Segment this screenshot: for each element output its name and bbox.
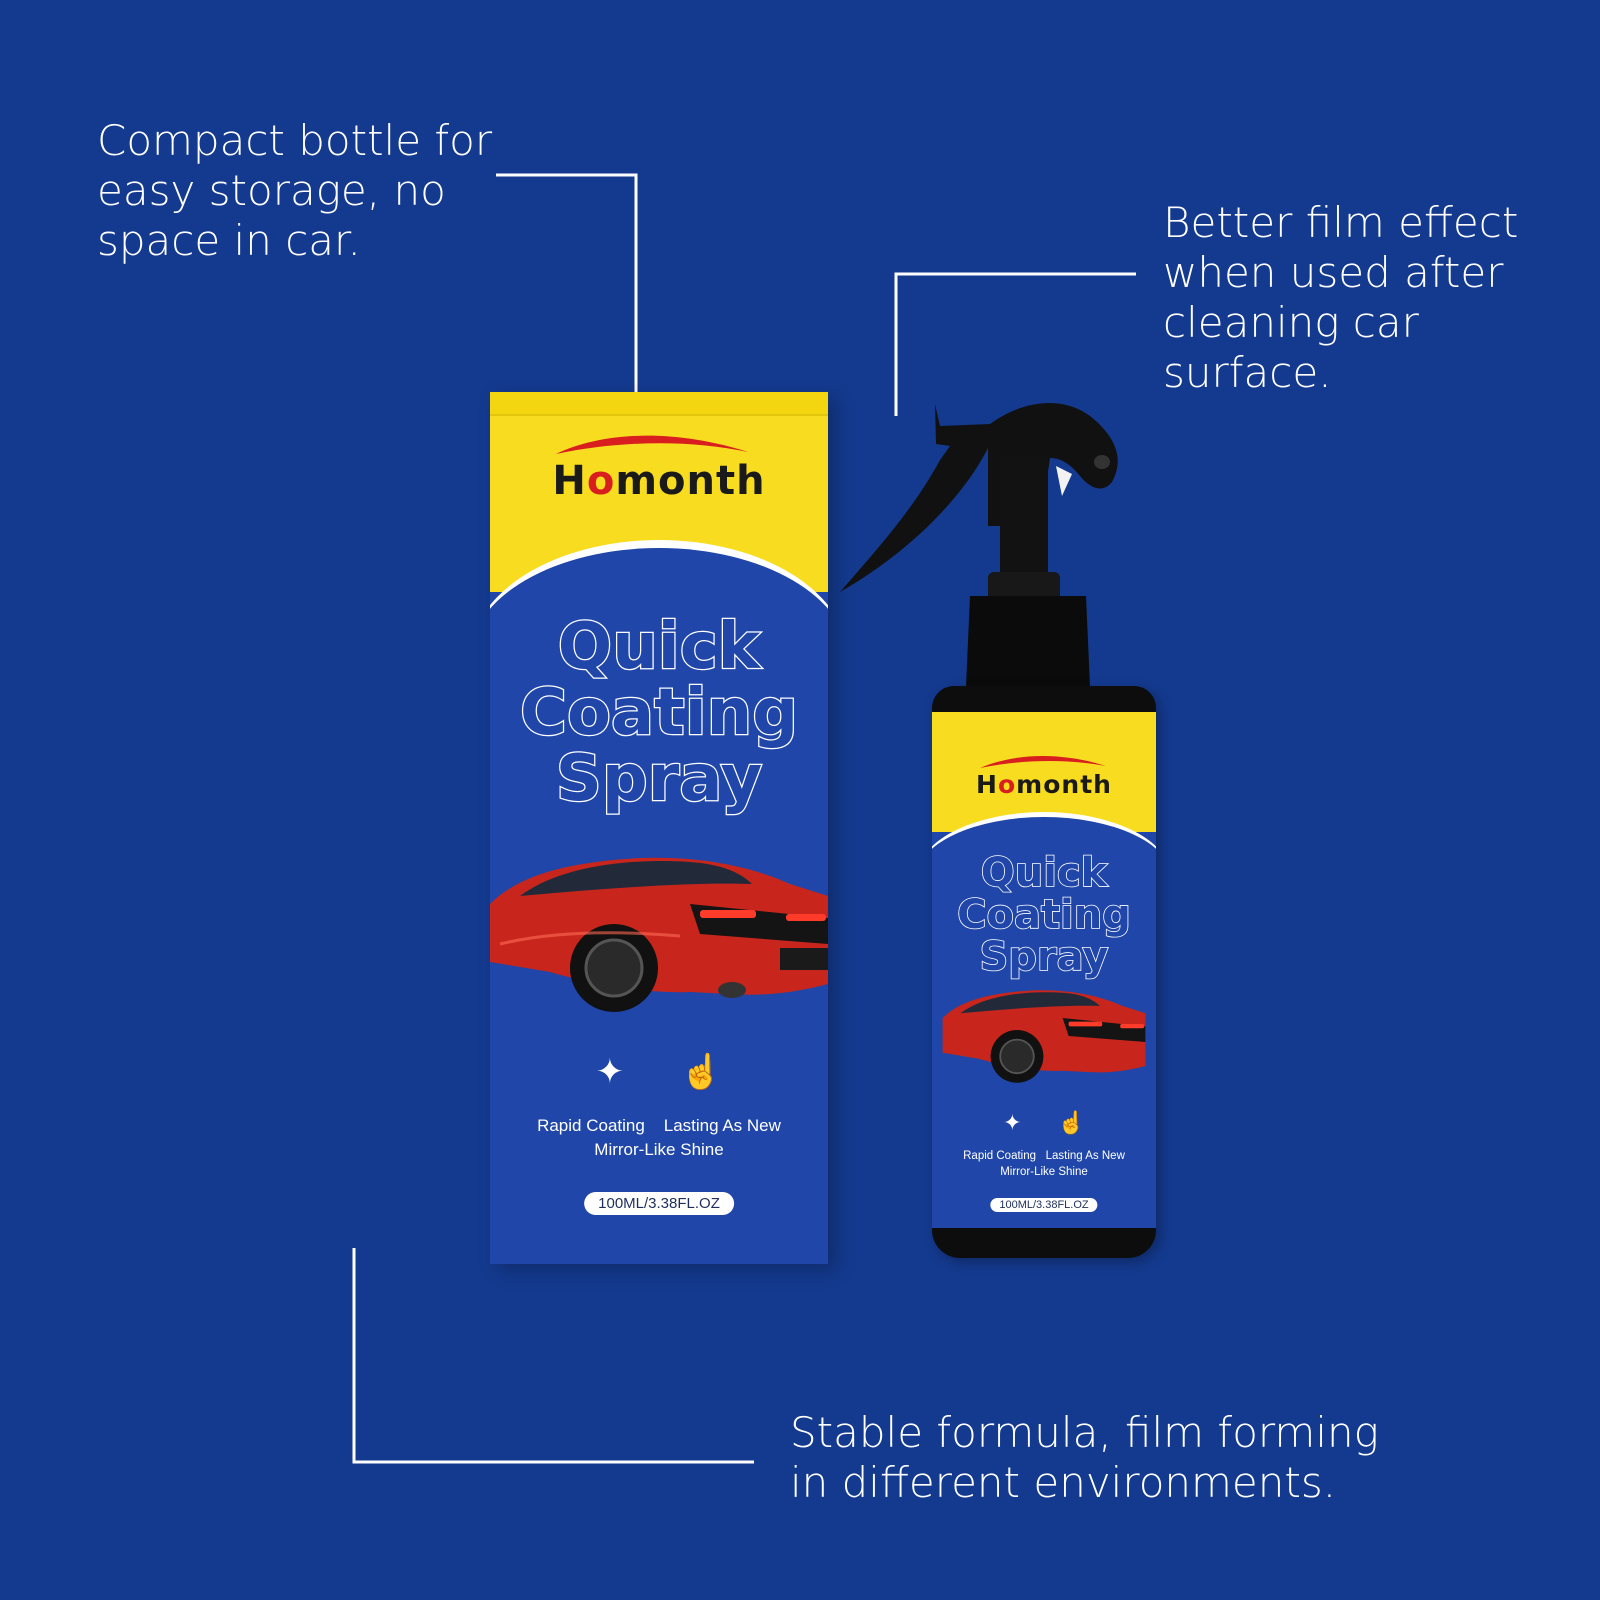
callout-storage: Compact bottle for easy storage, no spac… (97, 116, 493, 265)
feature-rapid-coating: Rapid Coating (537, 1116, 645, 1135)
spray-trigger-icon (840, 402, 1118, 686)
formula-connector-line (352, 1248, 754, 1464)
bottle-feature-icons: ✦☝ (932, 1110, 1156, 1136)
box-volume-badge: 100ML/3.38FL.OZ (584, 1192, 734, 1215)
bottle-title-line-1: Quick (980, 850, 1108, 896)
callout-film: Better film effect when used after clean… (1163, 198, 1519, 397)
box-feature-icons: ✦☝ (490, 1052, 828, 1092)
feature-mirror-shine: Mirror-Like Shine (594, 1140, 724, 1159)
box-brand-logo: Homonth (490, 458, 828, 504)
bottle-volume-badge: 100ML/3.38FL.OZ (990, 1198, 1098, 1212)
box-feature-text: Rapid Coating Lasting As New Mirror-Like… (490, 1114, 828, 1162)
product-box: Homonth Quick Coating Spray ✦☝ Rapid Coa… (490, 392, 828, 1264)
title-line-2: Coating (519, 676, 800, 750)
box-product-title: Quick Coating Spray (490, 610, 828, 816)
bottle-hand-wash-icon: ☝ (1057, 1110, 1085, 1135)
title-line-3: Spray (555, 742, 764, 816)
brand-letter-o: o (586, 458, 616, 504)
title-line-1: Quick (557, 610, 762, 684)
brand-letters-rest: month (615, 458, 766, 504)
bottle-product-title: Quick Coating Spray (932, 850, 1156, 980)
sparkle-icon: ✦ (595, 1053, 625, 1091)
red-sports-car-image (490, 857, 828, 1012)
bottle-title-line-3: Spray (979, 934, 1110, 980)
bottle-feature-text: Rapid Coating Lasting As New Mirror-Like… (932, 1148, 1156, 1180)
bottle-label: Homonth Quick Coating Spray ✦☝ Rapid Coa… (932, 712, 1156, 1228)
storage-connector-line (496, 173, 638, 392)
hand-wash-icon: ☝ (680, 1053, 723, 1091)
bottle-brand-letter-h: H (976, 770, 998, 799)
callout-formula: Stable formula, film forming in differen… (790, 1408, 1379, 1507)
feature-lasting-as-new: Lasting As New (663, 1116, 781, 1135)
bottle-brand-swoosh-icon (980, 756, 1106, 768)
bottle-brand-letters-rest: month (1016, 770, 1112, 799)
bottle-feature-rapid-coating: Rapid Coating (963, 1150, 1037, 1162)
bottle-feature-lasting-as-new: Lasting As New (1045, 1150, 1125, 1162)
brand-swoosh-icon (556, 435, 748, 454)
bottle-brand-logo: Homonth (932, 770, 1156, 799)
bottle-title-line-2: Coating (956, 892, 1131, 938)
bottle-sparkle-icon: ✦ (1003, 1110, 1022, 1135)
brand-letter-h: H (552, 458, 587, 504)
bottle-brand-letter-o: o (997, 770, 1017, 799)
box-lid (490, 392, 828, 416)
film-connector-line (894, 272, 1136, 416)
bottle-feature-mirror-shine: Mirror-Like Shine (1000, 1166, 1088, 1178)
bottle-red-car-image (942, 990, 1146, 1083)
